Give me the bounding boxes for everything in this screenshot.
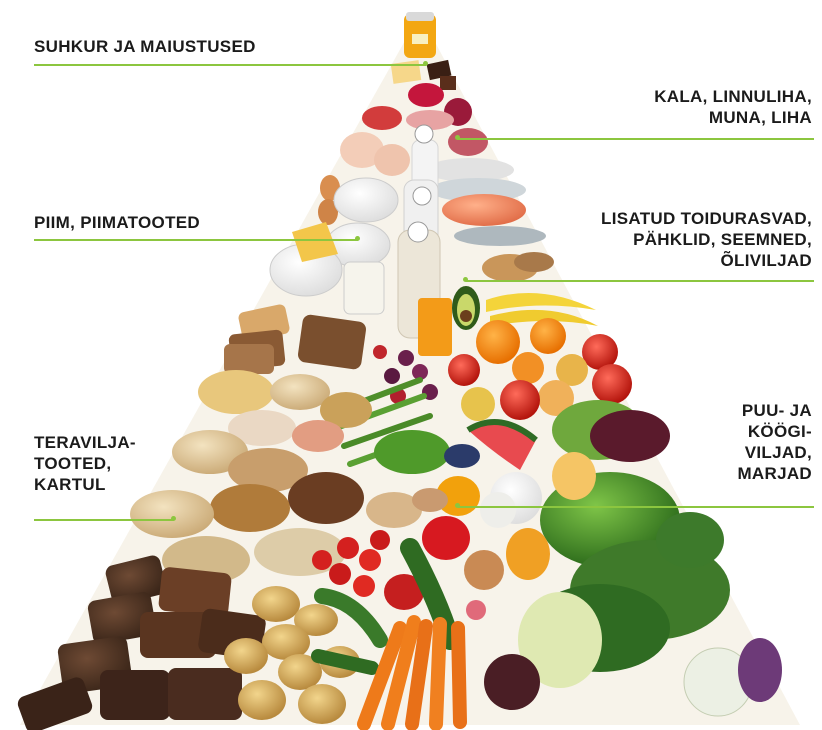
label-protein: KALA, LINNULIHA, MUNA, LIHA	[654, 86, 812, 128]
sugar-leader-line	[34, 64, 426, 66]
dairy-leader-line	[34, 239, 358, 241]
label-produce-line-2: KÖÖGI-	[737, 421, 812, 442]
avocado-image	[452, 286, 480, 330]
label-grains-line-2: TOOTED,	[34, 453, 136, 474]
label-dairy-line-1: PIIM, PIIMATOOTED	[34, 212, 200, 233]
label-protein-line-2: MUNA, LIHA	[654, 107, 812, 128]
label-fats: LISATUD TOIDURASVAD, PÄHKLID, SEEMNED, Õ…	[601, 208, 812, 271]
label-dairy: PIIM, PIIMATOOTED	[34, 212, 200, 233]
label-fats-line-2: PÄHKLID, SEEMNED,	[601, 229, 812, 250]
label-protein-line-1: KALA, LINNULIHA,	[654, 86, 812, 107]
label-grains-line-1: TERAVILJA-	[34, 432, 136, 453]
protein-leader-line	[458, 138, 814, 140]
grains-leader-line	[34, 519, 174, 521]
label-produce-line-1: PUU- JA	[737, 400, 812, 421]
label-fats-line-1: LISATUD TOIDURASVAD,	[601, 208, 812, 229]
label-fats-line-3: ÕLIVILJAD	[601, 250, 812, 271]
beet-image	[484, 654, 540, 710]
produce-leader-line	[458, 506, 814, 508]
label-grains: TERAVILJA- TOOTED, KARTUL	[34, 432, 136, 495]
honey-jar-image	[404, 12, 436, 58]
fats-leader-line	[466, 280, 814, 282]
label-produce-line-4: MARJAD	[737, 463, 812, 484]
label-sugar-line-1: SUHKUR JA MAIUSTUSED	[34, 36, 256, 57]
rye-bread-image	[16, 554, 267, 730]
label-sugar: SUHKUR JA MAIUSTUSED	[34, 36, 256, 57]
orange-juice-image	[418, 298, 452, 356]
dairy-leader-dot	[355, 236, 360, 241]
label-produce: PUU- JA KÖÖGI- VILJAD, MARJAD	[737, 400, 812, 484]
protein-leader-dot	[455, 135, 460, 140]
sugar-leader-dot	[423, 61, 428, 66]
grains-leader-dot	[171, 516, 176, 521]
produce-leader-dot	[455, 503, 460, 508]
label-grains-line-3: KARTUL	[34, 474, 136, 495]
label-produce-line-3: VILJAD,	[737, 442, 812, 463]
fats-leader-dot	[463, 277, 468, 282]
